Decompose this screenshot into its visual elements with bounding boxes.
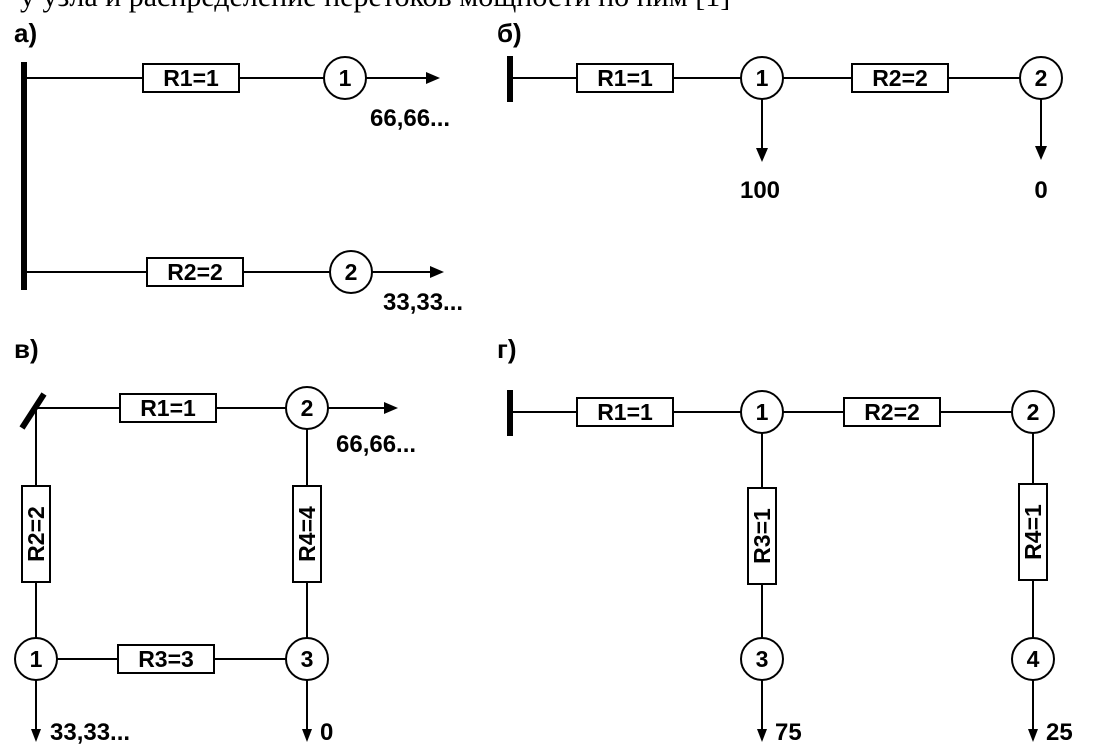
panel-b-node-2-label: 2 [1035, 65, 1048, 91]
panel-v-arrowhead-3 [302, 729, 312, 742]
panel-v-label: в) [14, 334, 39, 364]
panel-a-r2-label: R2=2 [167, 259, 223, 285]
panel-g-node-3-label: 3 [756, 646, 769, 672]
panel-g-resistor-r3 [747, 487, 777, 585]
panel-v-flow-3: 0 [320, 719, 333, 746]
panel-v-arrowhead-2 [384, 402, 398, 414]
panel-v-r2-label: R2=2 [23, 506, 49, 562]
panel-v-resistor-r2 [21, 485, 51, 583]
panel-v: в) R1=1 2 66,66... R2=2 1 R3=3 3 R4=4 [14, 334, 416, 746]
panel-v-resistor-r1 [119, 393, 217, 423]
panel-b-arrowhead-1 [756, 148, 768, 162]
panel-g-arrowhead-3 [757, 729, 767, 742]
panel-b: б) R1=1 1 R2=2 2 100 0 [497, 18, 1063, 204]
panel-g-flow-3: 75 [775, 719, 802, 746]
panel-b-resistor-r1 [576, 63, 674, 93]
panel-g-flow-4: 25 [1046, 719, 1073, 746]
panel-v-r1-label: R1=1 [140, 395, 196, 421]
panel-v-flow-1: 33,33... [50, 719, 130, 746]
panel-v-node-3-label: 3 [301, 646, 314, 672]
panel-v-r4-label: R4=4 [294, 506, 320, 562]
panel-b-arrowhead-2 [1035, 146, 1047, 160]
panel-a-resistor-r2 [146, 257, 244, 287]
panel-v-r3-label: R3=3 [138, 646, 194, 672]
panel-g-r4-label: R4=1 [1020, 504, 1046, 560]
panel-a-arrowhead-2 [430, 266, 444, 278]
panel-v-resistor-r4 [292, 485, 322, 583]
panel-v-arrowhead-1 [31, 729, 41, 742]
panel-v-node-1-label: 1 [30, 646, 43, 672]
panel-g: г) R1=1 1 R2=2 2 R3=1 3 75 R4=1 4 25 [497, 334, 1073, 746]
panel-a-node-1-label: 1 [339, 65, 352, 91]
panel-g-resistor-r1 [576, 397, 674, 427]
panel-g-node-4-label: 4 [1027, 646, 1040, 672]
panel-b-flow-2: 0 [1034, 177, 1047, 204]
panel-a-flow-2: 33,33... [383, 289, 463, 316]
panel-v-resistor-r3 [117, 644, 215, 674]
panel-a-flow-1: 66,66... [370, 105, 450, 132]
panel-g-node-1-label: 1 [756, 399, 769, 425]
panel-b-r2-label: R2=2 [872, 65, 928, 91]
panel-a: а) R1=1 1 66,66... R2=2 2 33,33... [14, 18, 463, 316]
panel-b-node-1-label: 1 [756, 65, 769, 91]
panel-g-arrowhead-4 [1028, 729, 1038, 742]
panel-b-label: б) [497, 18, 522, 48]
panel-a-arrowhead-1 [426, 72, 440, 84]
panel-b-flow-1: 100 [740, 177, 780, 204]
panel-v-bus [19, 392, 47, 430]
panel-a-r1-label: R1=1 [163, 65, 219, 91]
panel-v-node-2-label: 2 [301, 395, 314, 421]
panel-g-r2-label: R2=2 [864, 399, 920, 425]
panel-g-node-2-label: 2 [1027, 399, 1040, 425]
panel-v-flow-2: 66,66... [336, 431, 416, 458]
panel-a-label: а) [14, 18, 37, 48]
top-caption: у узла и распределение перетоков мощност… [20, 0, 730, 13]
panel-g-r3-label: R3=1 [749, 508, 775, 564]
panel-g-label: г) [497, 334, 517, 364]
panel-g-r1-label: R1=1 [597, 399, 653, 425]
panel-b-r1-label: R1=1 [597, 65, 653, 91]
panel-a-node-2-label: 2 [345, 259, 358, 285]
